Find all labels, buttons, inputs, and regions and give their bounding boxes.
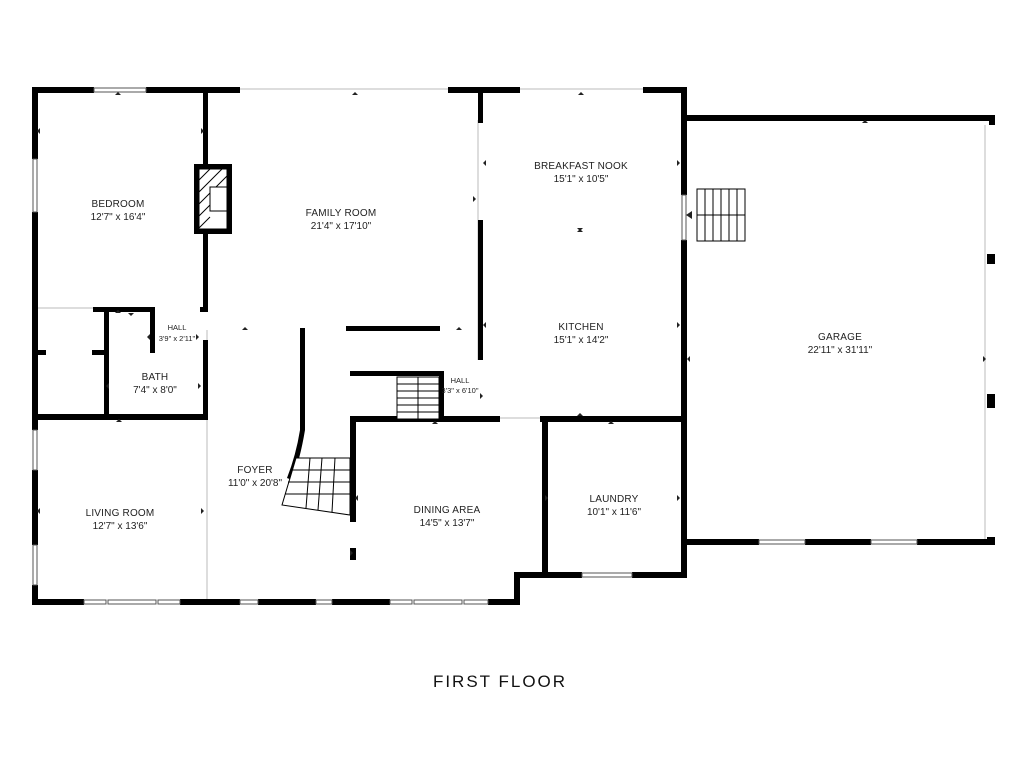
breakfast-nook-size: 15'1" x 10'5" [554,174,609,185]
hall-lower-size: 3'3" x 6'10" [442,386,479,395]
bath-size: 7'4" x 8'0" [133,385,177,396]
room-label-living-room: LIVING ROOM 12'7" x 13'6" [86,508,155,532]
room-label-garage: GARAGE 22'11" x 31'11" [808,332,873,356]
markers [37,92,986,556]
dining-area-name: DINING AREA [414,505,481,516]
bedroom-size: 12'7" x 16'4" [91,212,146,223]
laundry-size: 10'1" x 11'6" [587,507,642,518]
fireplace [198,168,228,230]
room-label-breakfast-nook: BREAKFAST NOOK 15'1" x 10'5" [534,161,628,185]
room-label-hall-lower: HALL 3'3" x 6'10" [442,376,479,395]
living-room-name: LIVING ROOM [86,508,155,519]
room-label-bedroom: BEDROOM 12'7" x 16'4" [91,199,146,223]
room-label-dining-area: DINING AREA 14'5" x 13'7" [414,505,481,529]
exterior-walls [32,87,995,605]
floor-title: FIRST FLOOR [433,672,567,691]
room-label-kitchen: KITCHEN 15'1" x 14'2" [554,322,609,346]
garage-size: 22'11" x 31'11" [808,345,873,356]
room-label-bath: BATH 7'4" x 8'0" [133,372,177,396]
windows [32,87,918,605]
family-room-name: FAMILY ROOM [306,208,377,219]
foyer-name: FOYER [237,465,272,476]
room-label-family-room: FAMILY ROOM 21'4" x 17'10" [306,208,377,232]
family-room-size: 21'4" x 17'10" [311,221,372,232]
breakfast-nook-name: BREAKFAST NOOK [534,161,628,172]
kitchen-size: 15'1" x 14'2" [554,335,609,346]
dining-area-size: 14'5" x 13'7" [420,518,475,529]
hall-lower-name: HALL [451,376,470,385]
living-room-size: 12'7" x 13'6" [93,521,148,532]
room-label-laundry: LAUNDRY 10'1" x 11'6" [587,494,642,518]
stair-arrow-icon [686,211,692,219]
kitchen-name: KITCHEN [558,322,603,333]
laundry-name: LAUNDRY [589,494,638,505]
hall-upper-name: HALL [168,323,187,332]
room-label-foyer: FOYER 11'0" x 20'8" [228,465,283,489]
garage-stairs [696,188,746,242]
bedroom-name: BEDROOM [91,199,144,210]
garage-name: GARAGE [818,332,862,343]
room-label-hall-upper: HALL 3'9" x 2'11" [159,323,196,343]
hall-upper-size: 3'9" x 2'11" [159,334,196,343]
bath-name: BATH [142,372,169,383]
foyer-size: 11'0" x 20'8" [228,478,283,489]
foyer-stairs [281,457,351,516]
hall-stairs [396,376,440,420]
